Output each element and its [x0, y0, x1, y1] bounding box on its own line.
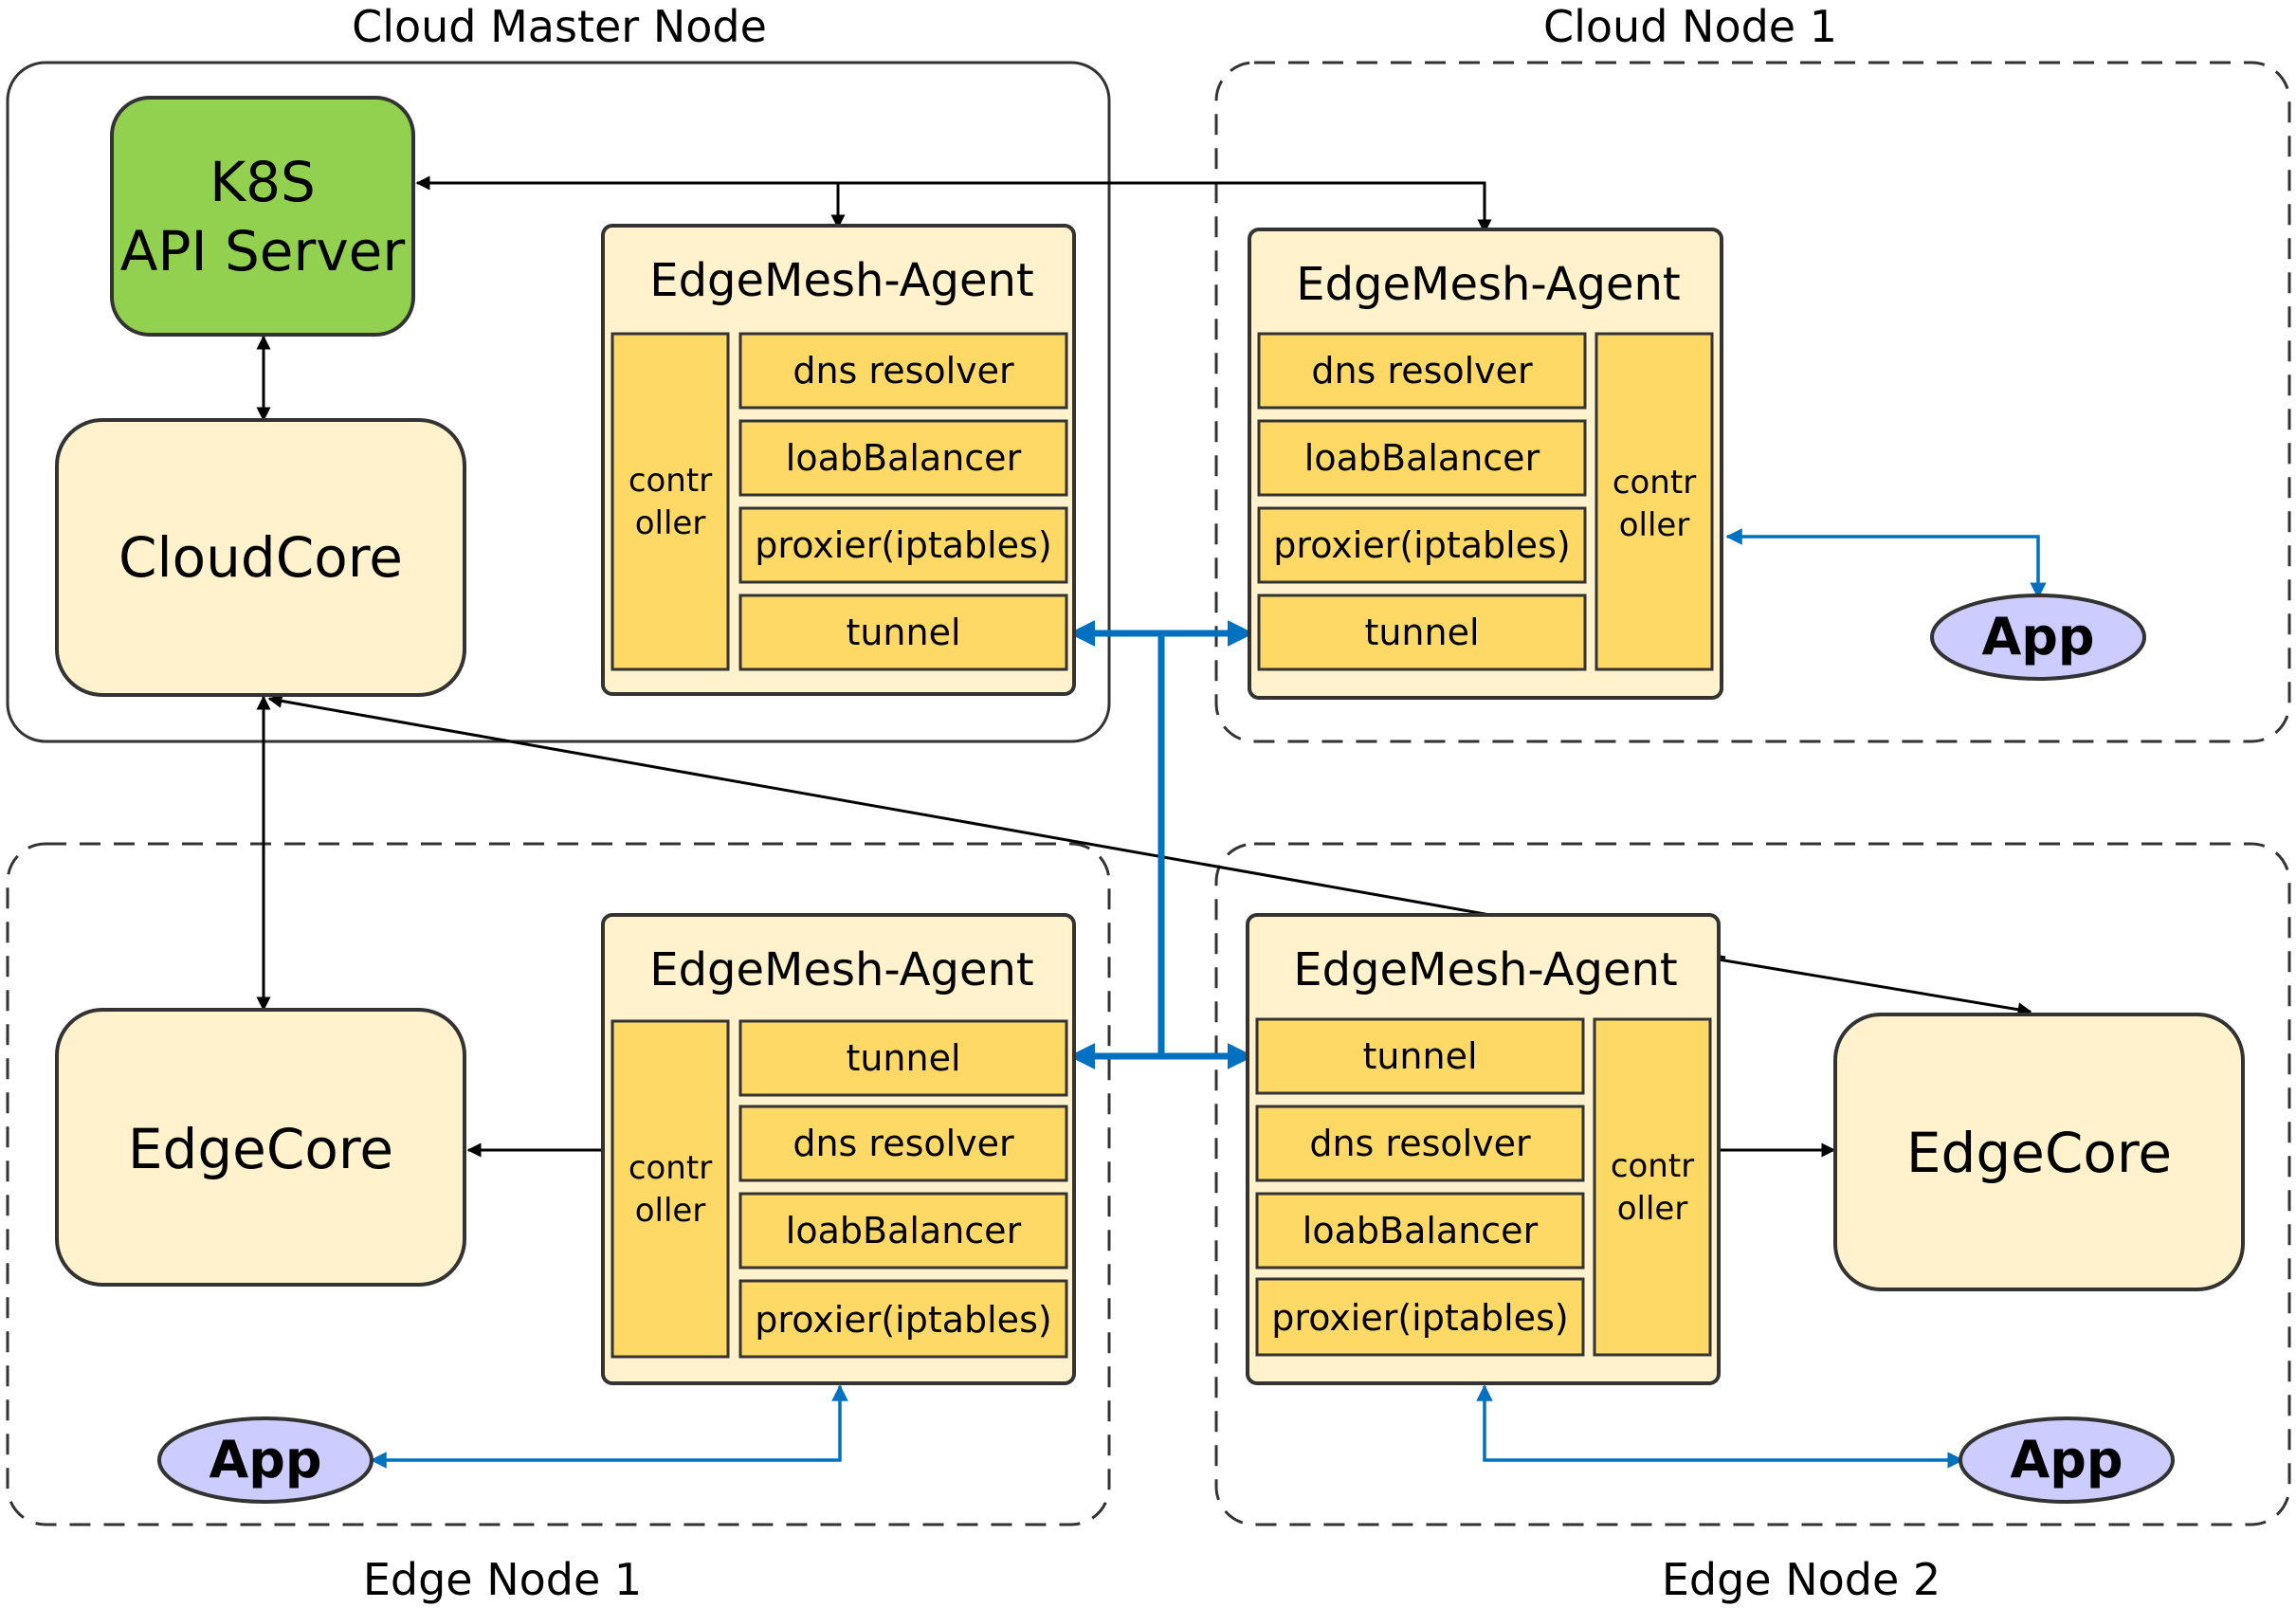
dns-resolver-module: dns resolver — [1255, 1105, 1585, 1182]
dns-resolver-module: dns resolver — [738, 1105, 1068, 1182]
edge2-agent-app-link — [1476, 1384, 1964, 1469]
k8s-label: K8S — [210, 150, 316, 214]
cloud-master-node-region: Cloud Master Node — [6, 1, 1111, 743]
svg-text:contr: contr — [629, 1149, 712, 1187]
edge2-edgecore-box: EdgeCore — [1833, 1013, 2245, 1291]
loadbalancer-module: loabBalancer — [738, 419, 1068, 497]
cloud1-agent-app-link — [1725, 528, 2047, 599]
svg-text:proxier(iptables): proxier(iptables) — [1273, 524, 1570, 566]
proxier-module: proxier(iptables) — [1255, 1277, 1585, 1357]
svg-text:dns resolver: dns resolver — [793, 350, 1014, 392]
dns-resolver-module: dns resolver — [1257, 332, 1587, 410]
cloud-node-1-label: Cloud Node 1 — [1543, 1, 1837, 52]
tunnel-module: tunnel — [1257, 594, 1587, 671]
svg-text:oller: oller — [1617, 1190, 1688, 1228]
app-label: App — [209, 1430, 321, 1489]
app-label: App — [1981, 607, 2094, 667]
svg-text:loabBalancer: loabBalancer — [1303, 1210, 1539, 1252]
svg-text:tunnel: tunnel — [846, 1037, 960, 1079]
edge-node-1-region: Edge Node 1 — [6, 842, 1111, 1605]
edge1-agent-app-link — [370, 1384, 848, 1469]
black-connectors — [256, 175, 2032, 1158]
k8s-to-agents-bus — [415, 175, 1492, 234]
svg-text:loabBalancer: loabBalancer — [1304, 437, 1540, 479]
edge-node-1-label: Edge Node 1 — [363, 1554, 642, 1605]
cloud-node-1-region: Cloud Node 1 — [1214, 1, 2291, 743]
svg-text:contr: contr — [629, 462, 712, 500]
svg-text:oller: oller — [635, 1192, 706, 1230]
dns-resolver-module: dns resolver — [738, 332, 1068, 410]
agent-title: EdgeMesh-Agent — [1293, 943, 1678, 996]
controller-module: contr oller — [610, 332, 730, 671]
svg-text:dns resolver: dns resolver — [1309, 1123, 1531, 1164]
svg-text:proxier(iptables): proxier(iptables) — [755, 1299, 1051, 1341]
controller-module: contr oller — [1593, 1017, 1712, 1357]
svg-text:dns resolver: dns resolver — [1311, 350, 1533, 392]
cloud1-edgemesh-agent: EdgeMesh-Agent dns resolver loabBalancer… — [1248, 228, 1723, 700]
edge-node-2-region: Edge Node 2 — [1214, 842, 2291, 1605]
edge2-app: App — [1959, 1416, 2175, 1504]
cloud-master-node-label: Cloud Master Node — [352, 1, 767, 52]
edge1-edgecore-box: EdgeCore — [55, 1008, 466, 1287]
svg-text:oller: oller — [1619, 506, 1690, 544]
edge1-app: App — [157, 1416, 374, 1504]
app-label: App — [2010, 1430, 2123, 1489]
svg-text:contr: contr — [1613, 464, 1696, 502]
proxier-module: proxier(iptables) — [738, 506, 1068, 584]
svg-text:loabBalancer: loabBalancer — [786, 437, 1022, 479]
cloudcore-box: CloudCore — [55, 418, 466, 697]
svg-text:tunnel: tunnel — [846, 612, 960, 653]
edgecore-label: EdgeCore — [1906, 1121, 2172, 1185]
svg-text:contr: contr — [1611, 1147, 1694, 1185]
api-server-label: API Server — [120, 219, 406, 283]
master-edgemesh-agent: EdgeMesh-Agent contr oller dns resolver … — [601, 224, 1076, 696]
edge1-edgemesh-agent: EdgeMesh-Agent contr oller tunnel dns re… — [601, 913, 1076, 1385]
svg-text:proxier(iptables): proxier(iptables) — [755, 524, 1051, 566]
tunnel-module: tunnel — [738, 1019, 1068, 1097]
svg-text:proxier(iptables): proxier(iptables) — [1271, 1297, 1568, 1339]
k8s-api-server-box: K8S API Server — [110, 96, 415, 337]
cloudcore-label: CloudCore — [118, 525, 403, 590]
agent2-to-edgecore2-diag — [1718, 958, 2032, 1017]
agent-title: EdgeMesh-Agent — [649, 943, 1034, 996]
svg-text:dns resolver: dns resolver — [793, 1123, 1014, 1164]
loadbalancer-module: loabBalancer — [1257, 419, 1587, 497]
svg-text:loabBalancer: loabBalancer — [786, 1210, 1022, 1252]
agent-title: EdgeMesh-Agent — [649, 254, 1034, 307]
loadbalancer-module: loabBalancer — [738, 1192, 1068, 1270]
svg-text:tunnel: tunnel — [1362, 1035, 1477, 1077]
tunnel-module: tunnel — [738, 594, 1068, 671]
agent-title: EdgeMesh-Agent — [1296, 258, 1681, 311]
proxier-module: proxier(iptables) — [738, 1279, 1068, 1359]
svg-text:oller: oller — [635, 504, 706, 542]
loadbalancer-module: loabBalancer — [1255, 1192, 1585, 1270]
edge-node-2-label: Edge Node 2 — [1662, 1554, 1941, 1605]
controller-module: contr oller — [1594, 332, 1714, 671]
edge2-edgemesh-agent: EdgeMesh-Agent tunnel dns resolver loabB… — [1246, 913, 1721, 1385]
blue-connectors — [370, 528, 2047, 1469]
tunnel-module: tunnel — [1255, 1017, 1585, 1095]
svg-text:tunnel: tunnel — [1364, 612, 1479, 653]
controller-module: contr oller — [610, 1019, 730, 1359]
proxier-module: proxier(iptables) — [1257, 506, 1587, 584]
cloud1-app: App — [1930, 594, 2146, 681]
edgecore-label: EdgeCore — [128, 1117, 393, 1181]
